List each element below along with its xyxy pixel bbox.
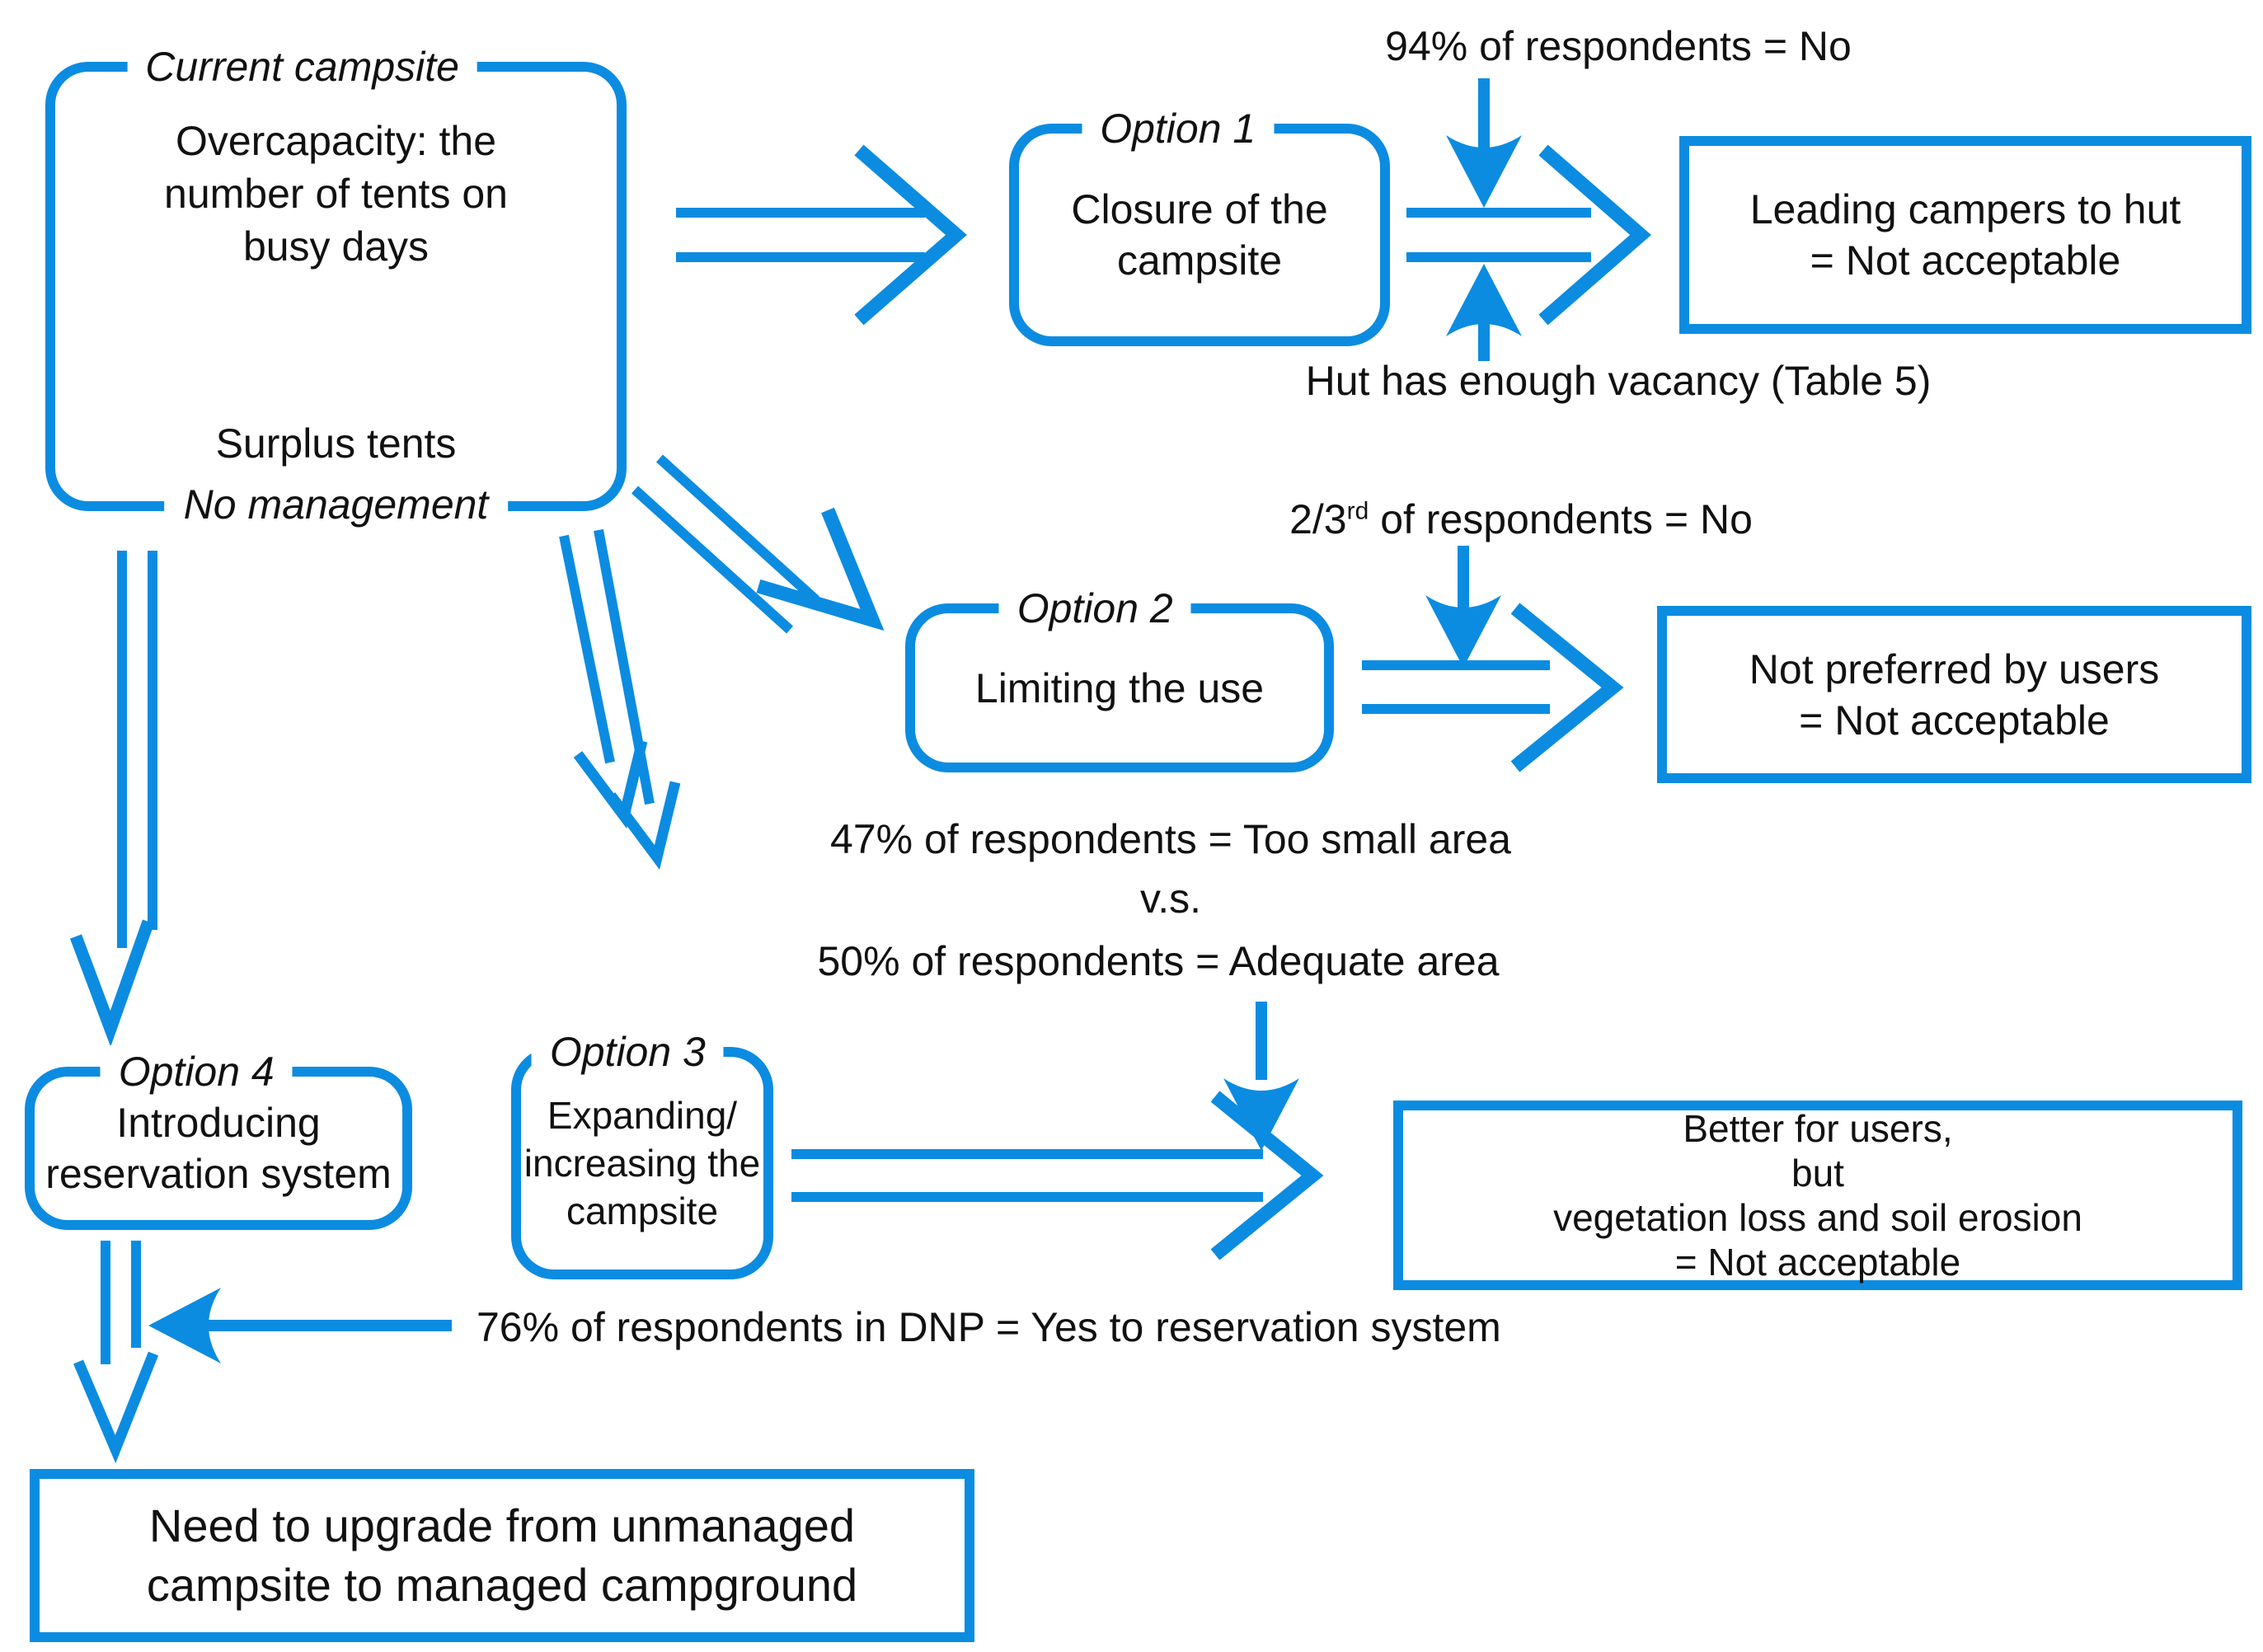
arrow-survey-down-icon	[1223, 1002, 1299, 1151]
node-option3-line3: campsite	[566, 1190, 719, 1232]
node-not-preferred-line1: Not preferred by users	[1749, 645, 2160, 692]
node-better-body: Better for users, but vegetation loss an…	[1403, 1106, 2232, 1284]
annotation-94pct-no: 94% of respondents = No	[1385, 23, 1852, 69]
node-current-footer: No management	[163, 478, 509, 531]
node-option2: Option 2 Limiting the use	[905, 582, 1334, 772]
node-option3-body: Expanding/ increasing the campsite	[521, 1091, 763, 1235]
annotation-two-thirds-sup: rd	[1346, 497, 1369, 525]
node-not-preferred-line2: = Not acceptable	[1799, 697, 2110, 744]
annotation-hut-vacancy: Hut has enough vacancy (Table 5)	[1305, 358, 1932, 404]
node-current-body: Overcapacity: the number of tents on bus…	[55, 115, 617, 273]
node-current-line3: busy days	[242, 223, 430, 270]
node-upgrade-line1: Need to upgrade from unmanaged	[148, 1499, 856, 1551]
arrow-current-to-option1	[676, 144, 967, 326]
node-better-line4: = Not acceptable	[1674, 1241, 1961, 1284]
node-current-line1: Overcapacity: the	[175, 118, 497, 164]
arrow-94pct-down-icon	[1446, 78, 1522, 208]
node-current-campsite: Current campsite Overcapacity: the numbe…	[45, 40, 627, 531]
arrow-current-to-option4	[69, 551, 157, 1047]
arrow-76pct-left-icon	[148, 1288, 452, 1363]
annotation-two-thirds-no: 2/3rd of respondents = No	[1289, 495, 1753, 544]
arrow-hut-up-icon	[1446, 264, 1522, 361]
node-option1: Option 1 Closure of the campsite	[1009, 102, 1390, 346]
node-better-for-users: Better for users, but vegetation loss an…	[1393, 1101, 2242, 1290]
node-option3: Option 3 Expanding/ increasing the camps…	[511, 1025, 773, 1279]
annotation-76pct-dnp: 76% of respondents in DNP = Yes to reser…	[477, 1304, 1501, 1350]
node-option4-line2: reservation system	[45, 1151, 392, 1197]
arrow-option3-to-better	[791, 1091, 1324, 1260]
node-option2-line1: Limiting the use	[974, 664, 1265, 711]
node-better-line1: Better for users,	[1683, 1107, 1953, 1150]
node-upgrade-body: Need to upgrade from unmanaged campsite …	[40, 1496, 965, 1615]
node-option2-title: Option 2	[998, 582, 1191, 635]
arrow-current-to-option2	[631, 454, 885, 634]
arrow-two-thirds-down-icon	[1425, 546, 1501, 668]
node-better-line3: vegetation loss and soil erosion	[1553, 1196, 2082, 1239]
node-option3-line1: Expanding/	[547, 1094, 738, 1137]
node-option2-body: Limiting the use	[915, 663, 1324, 714]
node-option4: Option 4 Introducing reservation system	[25, 1045, 412, 1230]
node-leading-body: Leading campers to hut = Not acceptable	[1689, 184, 2242, 286]
node-better-line2: but	[1791, 1152, 1844, 1194]
node-option4-title: Option 4	[100, 1045, 293, 1098]
node-option3-title: Option 3	[531, 1025, 724, 1078]
node-not-preferred-body: Not preferred by users = Not acceptable	[1667, 644, 2242, 746]
annotation-two-thirds-suffix: of respondents = No	[1369, 496, 1753, 542]
arrow-option4-to-upgrade	[73, 1241, 159, 1464]
node-upgrade-line2: campsite to managed campground	[146, 1559, 858, 1611]
node-leading-line1: Leading campers to hut	[1749, 186, 2181, 232]
node-option3-line2: increasing the	[523, 1142, 761, 1185]
node-current-surplus: Surplus tents	[215, 420, 457, 467]
node-option1-title: Option 1	[1082, 102, 1275, 155]
node-option4-body: Introducing reservation system	[35, 1097, 402, 1199]
annotation-50pct-adequate: 50% of respondents = Adequate area	[817, 938, 1500, 984]
annotation-two-thirds-prefix: 2/3	[1289, 496, 1347, 542]
arrow-option2-to-notpreferred	[1362, 603, 1624, 772]
arrow-current-to-option3	[559, 528, 681, 870]
node-option1-line2: campsite	[1116, 237, 1283, 284]
node-not-preferred: Not preferred by users = Not acceptable	[1657, 606, 2251, 783]
node-current-title: Current campsite	[127, 40, 477, 93]
node-option4-line1: Introducing	[116, 1100, 321, 1146]
node-upgrade-campground: Need to upgrade from unmanaged campsite …	[30, 1469, 974, 1642]
node-leading-campers: Leading campers to hut = Not acceptable	[1679, 136, 2251, 334]
node-current-line2: number of tents on	[164, 171, 508, 217]
node-option1-body: Closure of the campsite	[1019, 184, 1380, 286]
arrow-option1-to-leading	[1406, 144, 1651, 326]
annotation-47pct-too-small: 47% of respondents = Too small area	[830, 816, 1511, 862]
node-option1-line1: Closure of the	[1071, 186, 1328, 232]
node-leading-line2: = Not acceptable	[1810, 237, 2121, 284]
annotation-vs: v.s.	[1139, 875, 1202, 922]
